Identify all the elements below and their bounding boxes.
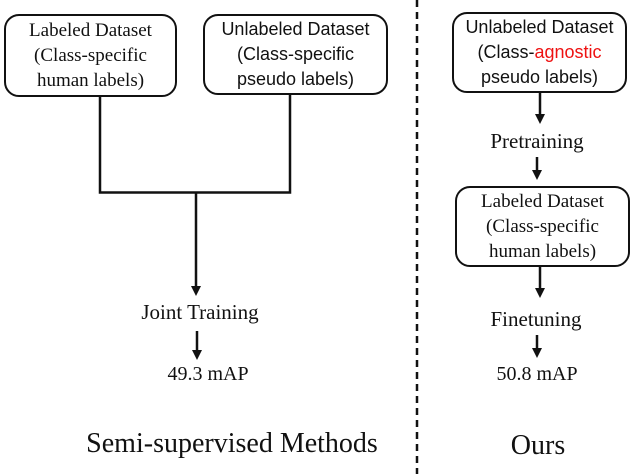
caption-semi-supervised: Semi-supervised Methods: [86, 428, 378, 459]
class-prefix-text: (Class-: [477, 42, 535, 62]
box-text-line: pseudo labels): [236, 69, 355, 89]
box-text-line: (Class-specific: [34, 45, 147, 66]
finetuning-label: Finetuning: [490, 307, 582, 331]
box-text-line: pseudo labels): [480, 67, 599, 87]
unlabeled-dataset-box-right: Unlabeled Dataset (Class-agnostic pseudo…: [452, 12, 627, 93]
box-text-line: Labeled Dataset: [29, 20, 152, 41]
box-text-line: Labeled Dataset: [481, 191, 604, 212]
map-result-left: 49.3 mAP: [167, 363, 249, 385]
box-text-line: (Class-specific: [486, 216, 599, 237]
box-text-line: human labels): [36, 70, 145, 91]
pretraining-label: Pretraining: [490, 129, 584, 153]
merge-connector: [98, 93, 292, 194]
map-result-right: 50.8 mAP: [496, 363, 578, 385]
box-text-line: (Class-specific: [236, 44, 355, 64]
class-agnostic-highlight: agnostic: [534, 42, 602, 62]
box-text-line: (Class-agnostic: [477, 40, 601, 65]
labeled-dataset-box-right: Labeled Dataset (Class-specific human la…: [455, 186, 630, 267]
box-text-line: Unlabeled Dataset: [221, 19, 370, 39]
box-text-line: human labels): [488, 241, 597, 262]
joint-training-label: Joint Training: [141, 300, 259, 324]
unlabeled-dataset-box-left: Unlabeled Dataset (Class-specific pseudo…: [203, 14, 388, 95]
box-text-line: Unlabeled Dataset: [465, 17, 614, 37]
caption-ours: Ours: [510, 430, 566, 461]
labeled-dataset-box-left: Labeled Dataset (Class-specific human la…: [4, 14, 177, 97]
